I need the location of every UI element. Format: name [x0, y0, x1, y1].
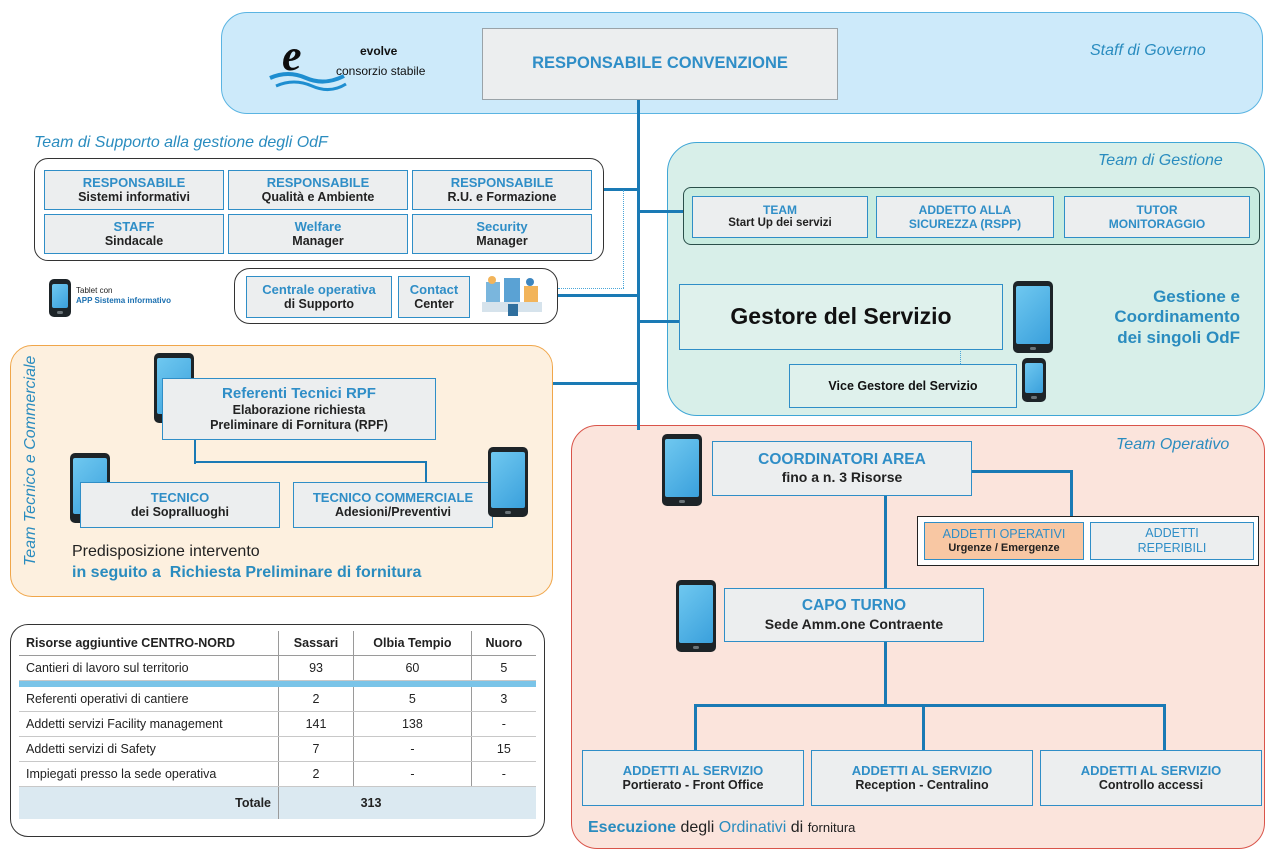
evolve-logo-icon: e [269, 31, 347, 91]
tablet-legend-line1: Tablet con [76, 286, 113, 295]
team-gestione-title: Team di Gestione [1098, 152, 1223, 169]
servizio-portierato-box[interactable]: ADDETTI AL SERVIZIO Portierato - Front O… [582, 750, 804, 806]
svg-text:e: e [282, 31, 302, 80]
tablet-icon [1022, 358, 1046, 402]
connector-tec-v2 [425, 461, 427, 483]
connector-dotted-v [623, 190, 624, 288]
tablet-icon [488, 447, 528, 517]
gestione-box-rspp[interactable]: ADDETTO ALLA SICUREZZA (RSPP) [876, 196, 1054, 238]
tablet-icon [676, 580, 716, 652]
evolve-logo: e evolve consorzio stabile [268, 30, 458, 96]
supporto-box-security[interactable]: Security Manager [412, 214, 592, 254]
team-operativo-title: Team Operativo [1116, 436, 1230, 453]
table-header: Olbia Tempio [353, 631, 472, 656]
logo-name: evolve [360, 44, 398, 58]
table-row: Addetti servizi Facility management 141 … [19, 711, 536, 737]
staff-governo-title: Staff di Governo [1090, 42, 1206, 59]
table-header: Nuoro [471, 631, 536, 656]
table-row: Referenti operativi di cantiere 2 5 3 [19, 687, 536, 712]
tablet-icon [1013, 281, 1053, 353]
contact-center-box[interactable]: Contact Center [398, 276, 470, 318]
connector-capo-v [884, 642, 887, 706]
addetti-reperibili-box[interactable]: ADDETTI REPERIBILI [1090, 522, 1254, 560]
tecnico-commerciale-box[interactable]: TECNICO COMMERCIALE Adesioni/Preventivi [293, 482, 493, 528]
connector-tecnico [553, 382, 639, 385]
gestore-servizio-box[interactable]: Gestore del Servizio [679, 284, 1003, 350]
gestione-box-tutor[interactable]: TUTOR MONITORAGGIO [1064, 196, 1250, 238]
tecnico-sopralluoghi-box[interactable]: TECNICO dei Sopralluoghi [80, 482, 280, 528]
table-header: Risorse aggiuntive CENTRO-NORD [19, 631, 279, 656]
coordinatori-area-box[interactable]: COORDINATORI AREA fino a n. 3 Risorse [712, 441, 972, 496]
referenti-tecnici-box[interactable]: Referenti Tecnici RPF Elaborazione richi… [162, 378, 436, 440]
table-separator [19, 680, 536, 687]
supporto-box-staff[interactable]: STAFF Sindacale [44, 214, 224, 254]
connector-servizio-2 [922, 704, 925, 750]
team-tecnico-title: Team Tecnico e Commerciale [22, 355, 39, 566]
table-total-value: 313 [360, 796, 382, 810]
connector-servizio-1 [694, 704, 697, 750]
tablet-icon [662, 434, 702, 506]
connector-vice-dotted [960, 348, 961, 366]
table-total-row: Totale 313 [19, 786, 536, 819]
responsabile-convenzione-label: RESPONSABILE CONVENZIONE [532, 54, 788, 73]
table-row: Impiegati presso la sede operativa 2 - - [19, 761, 536, 787]
responsabile-convenzione-box[interactable]: RESPONSABILE CONVENZIONE [482, 28, 838, 100]
connector-gestione [637, 210, 683, 213]
connector-centrale [557, 294, 639, 297]
tablet-icon [49, 279, 71, 317]
vice-gestore-box[interactable]: Vice Gestore del Servizio [789, 364, 1017, 408]
resources-table-container: Risorse aggiuntive CENTRO-NORD Sassari O… [10, 624, 545, 837]
connector-coord-v2 [1070, 470, 1073, 517]
table-row: Cantieri di lavoro sul territorio 93 60 … [19, 655, 536, 681]
servizio-reception-box[interactable]: ADDETTI AL SERVIZIO Reception - Centrali… [811, 750, 1033, 806]
centrale-operativa-box[interactable]: Centrale operativa di Supporto [246, 276, 392, 318]
connector-trunk [637, 100, 640, 430]
gestore-servizio-label: Gestore del Servizio [730, 303, 952, 330]
connector-servizi-h [694, 704, 1166, 707]
table-header: Sassari [278, 631, 355, 656]
tablet-legend: Tablet con APP Sistema informativo [76, 286, 226, 306]
table-row: Addetti servizi di Safety 7 - 15 [19, 736, 536, 762]
richiesta-preliminare-text: in seguito a Richiesta Preliminare di fo… [72, 564, 422, 581]
supporto-box-sistemi[interactable]: RESPONSABILE Sistemi informativi [44, 170, 224, 210]
connector-tec-h [194, 461, 427, 463]
team-supporto-title: Team di Supporto alla gestione degli OdF [34, 134, 328, 151]
connector-tec-v [194, 440, 196, 464]
connector-supporto [603, 188, 639, 191]
vice-gestore-label: Vice Gestore del Servizio [828, 378, 978, 393]
connector-coord-h [972, 470, 1073, 473]
supporto-box-ru[interactable]: RESPONSABILE R.U. e Formazione [412, 170, 592, 210]
contact-center-illustration [482, 276, 542, 316]
tablet-legend-line2: APP Sistema informativo [76, 296, 171, 305]
coordinamento-label: Gestione e Coordinamento dei singoli OdF [1114, 287, 1240, 347]
predisposizione-text: Predisposizione intervento [72, 543, 260, 560]
supporto-box-welfare[interactable]: Welfare Manager [228, 214, 408, 254]
logo-subtitle: consorzio stabile [336, 64, 426, 78]
supporto-box-qualita[interactable]: RESPONSABILE Qualità e Ambiente [228, 170, 408, 210]
connector-coord-v [884, 496, 887, 588]
connector-dotted-h [558, 288, 624, 289]
addetti-operativi-box[interactable]: ADDETTI OPERATIVI Urgenze / Emergenze [924, 522, 1084, 560]
servizio-controllo-box[interactable]: ADDETTI AL SERVIZIO Controllo accessi [1040, 750, 1262, 806]
esecuzione-caption: Esecuzione degli Ordinativi di fornitura [588, 819, 856, 836]
capo-turno-box[interactable]: CAPO TURNO Sede Amm.one Contraente [724, 588, 984, 642]
connector-gestore [637, 320, 681, 323]
table-total-label: Totale [19, 786, 279, 819]
gestione-box-team-startup[interactable]: TEAM Start Up dei servizi [692, 196, 868, 238]
connector-servizio-3 [1163, 704, 1166, 750]
table-header-row: Risorse aggiuntive CENTRO-NORD Sassari O… [19, 631, 536, 656]
resources-table: Risorse aggiuntive CENTRO-NORD Sassari O… [19, 631, 536, 819]
